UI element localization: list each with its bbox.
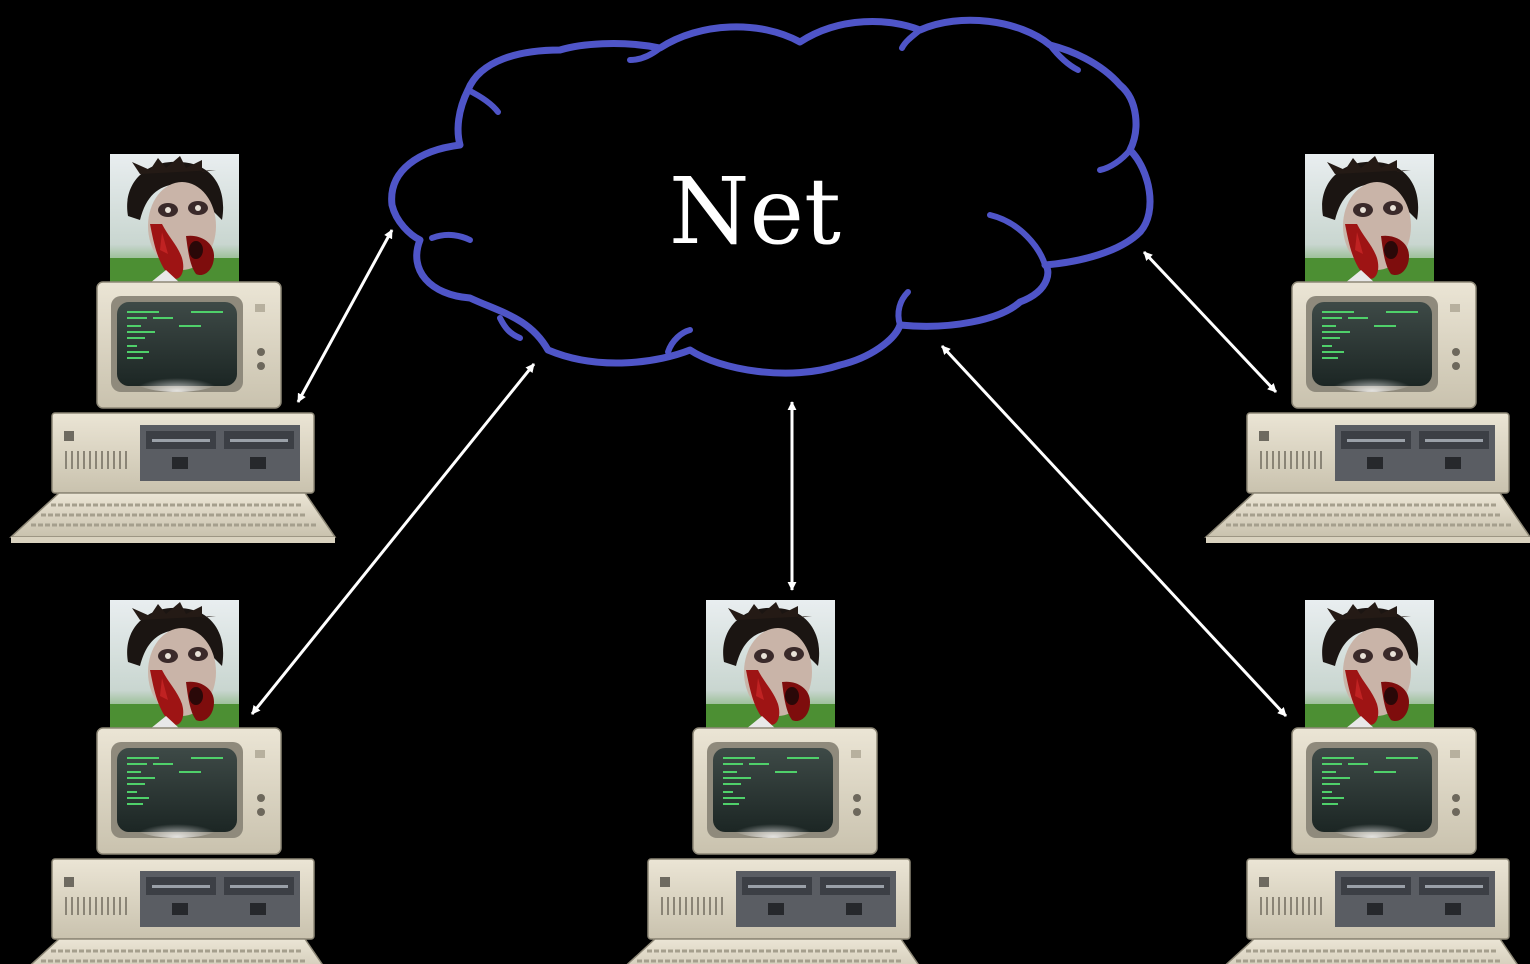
zombie-computer-top-right [1204,152,1530,545]
net-cloud: Net [388,16,1154,377]
ibm-pc-icon [9,152,337,545]
connector-bottom-right [940,344,1288,718]
zombie-computer-bottom-left [9,598,337,964]
cloud-outline [388,16,1154,377]
connector-top-right [1142,250,1278,394]
zombie-computer-top-left [9,152,337,545]
net-label: Net [669,158,841,265]
ibm-pc-icon [1204,152,1530,545]
ibm-pc-icon [1204,598,1530,964]
zombie-computer-bottom-right [1204,598,1530,964]
connector-top-left [296,229,394,403]
connector-bottom-left [250,363,536,715]
zombie-computer-bottom-center [605,598,933,964]
ibm-pc-icon [9,598,337,964]
ibm-pc-icon [605,598,933,964]
connectors [250,229,1288,718]
